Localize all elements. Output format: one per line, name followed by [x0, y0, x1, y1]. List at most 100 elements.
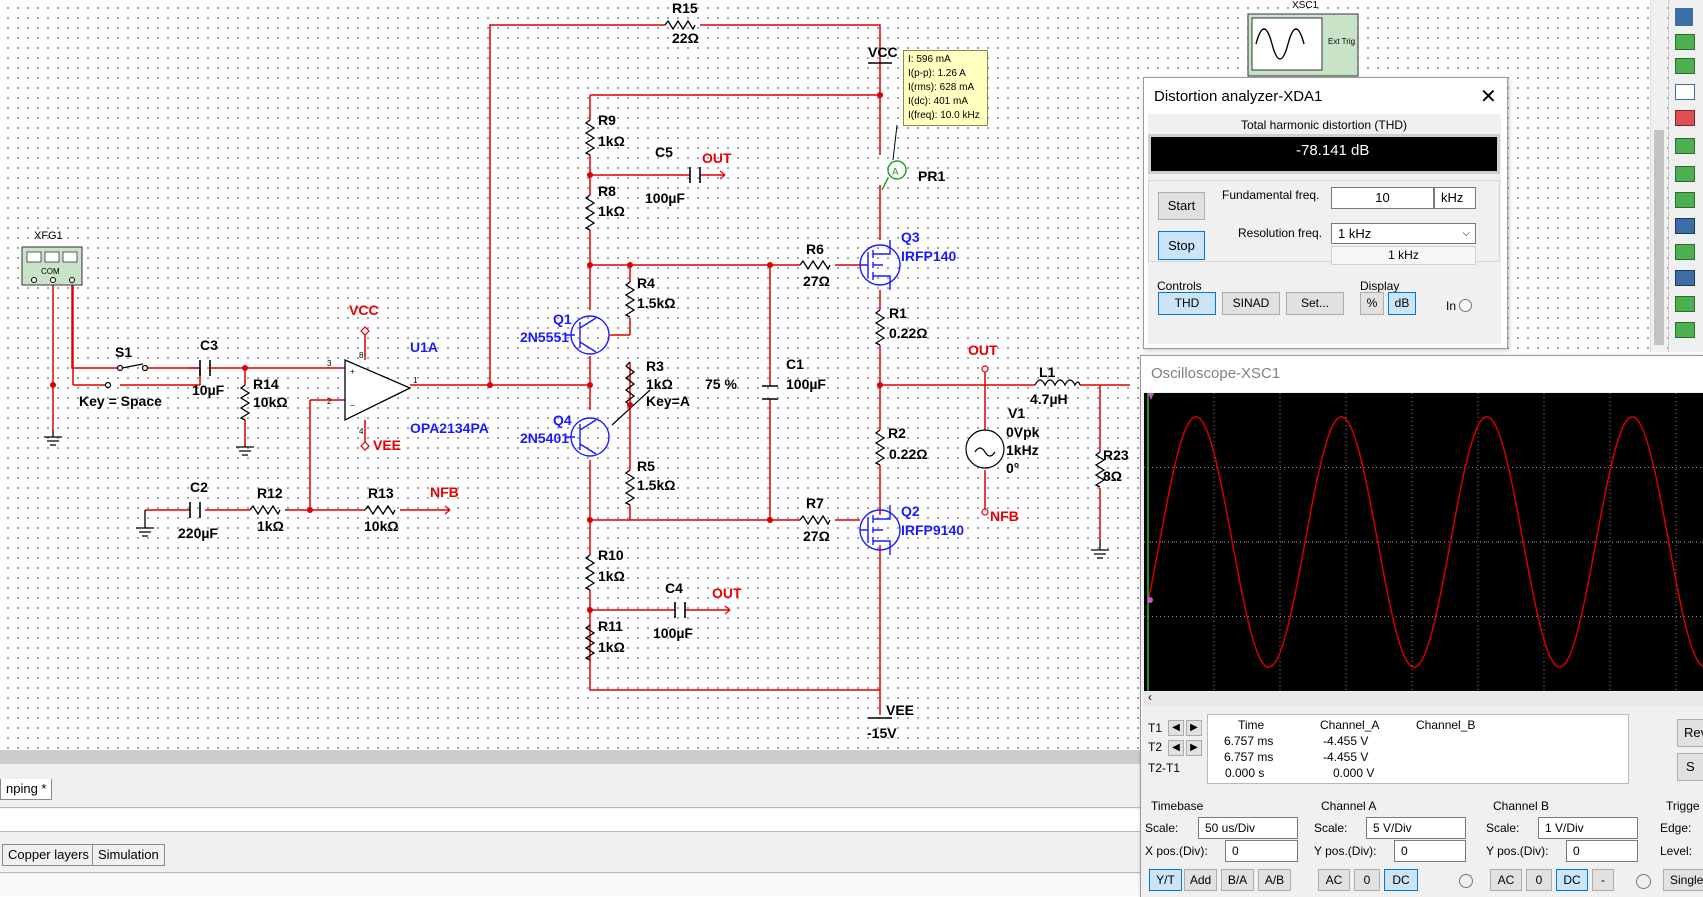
- fundamental-unit[interactable]: kHz: [1434, 187, 1476, 209]
- part-q1: 2N5551: [520, 329, 570, 345]
- channel-b-minus-button[interactable]: -: [1592, 869, 1614, 891]
- label-r5[interactable]: R5: [637, 458, 655, 474]
- channel-b-zero-button[interactable]: 0: [1526, 869, 1552, 891]
- instrument-icon[interactable]: [1675, 8, 1693, 26]
- t1-left-arrow-icon[interactable]: ◀: [1168, 720, 1184, 736]
- label-r2[interactable]: R2: [888, 425, 906, 441]
- instrument-icon[interactable]: [1675, 218, 1695, 234]
- label-xfg1[interactable]: XFG1: [34, 230, 63, 242]
- instrument-icon[interactable]: [1675, 166, 1695, 182]
- label-r3[interactable]: R3: [646, 358, 664, 374]
- sinad-button[interactable]: SINAD: [1222, 292, 1280, 315]
- tab-simulation[interactable]: Simulation: [92, 844, 165, 866]
- distortion-analyzer-window[interactable]: Distortion analyzer-XDA1 ✕ Total harmoni…: [1143, 77, 1508, 349]
- channel-b-terminal[interactable]: [1636, 874, 1651, 889]
- oscilloscope-screen[interactable]: [1144, 393, 1703, 691]
- scroll-left-icon[interactable]: ‹: [1148, 690, 1152, 704]
- channel-a-ypos-input[interactable]: 0: [1394, 840, 1466, 862]
- start-button[interactable]: Start: [1158, 192, 1205, 220]
- instrument-icon[interactable]: [1675, 84, 1695, 100]
- instrument-icon[interactable]: [1675, 322, 1695, 338]
- label-r6[interactable]: R6: [806, 241, 824, 257]
- instrument-icon[interactable]: [1675, 192, 1695, 208]
- cursor-t1-marker[interactable]: [1148, 393, 1154, 400]
- add-button[interactable]: Add: [1184, 869, 1217, 891]
- instrument-icon[interactable]: [1675, 296, 1695, 312]
- instrument-icon[interactable]: [1675, 244, 1695, 260]
- label-c4[interactable]: C4: [665, 580, 683, 596]
- b-over-a-button[interactable]: B/A: [1221, 869, 1254, 891]
- label-r9[interactable]: R9: [598, 112, 616, 128]
- save-button[interactable]: S: [1677, 753, 1703, 781]
- label-u1a[interactable]: U1A: [410, 339, 439, 355]
- t2-left-arrow-icon[interactable]: ◀: [1168, 740, 1184, 756]
- probe-line: I(dc): 401 mA: [908, 96, 969, 107]
- close-icon[interactable]: ✕: [1480, 86, 1497, 108]
- label-r7[interactable]: R7: [806, 495, 824, 511]
- label-r14[interactable]: R14: [253, 376, 279, 392]
- probe-line: I(p-p): 1.26 A: [908, 68, 966, 79]
- screen-scrollbar[interactable]: ‹: [1144, 690, 1703, 706]
- horizontal-scrollbar[interactable]: [0, 750, 1140, 764]
- label-r1[interactable]: R1: [889, 305, 907, 321]
- label-r10[interactable]: R10: [598, 547, 624, 563]
- label-r4[interactable]: R4: [637, 275, 655, 291]
- label-q3[interactable]: Q3: [901, 229, 920, 245]
- instrument-icon[interactable]: [1675, 58, 1695, 74]
- reverse-button[interactable]: Rev: [1677, 719, 1703, 747]
- thd-button[interactable]: THD: [1158, 292, 1216, 315]
- resolution-freq-value: 1 kHz: [1338, 226, 1372, 241]
- stop-button[interactable]: Stop: [1158, 231, 1205, 260]
- oscilloscope-window[interactable]: Oscilloscope-XSC1 ‹ T1 T2 T2-T1 ◀ ▶ ◀ ▶ …: [1140, 355, 1703, 897]
- channel-a-scale-input[interactable]: 5 V/Div: [1366, 817, 1466, 839]
- a-over-b-button[interactable]: A/B: [1258, 869, 1291, 891]
- label-r11[interactable]: R11: [598, 618, 623, 634]
- channel-a-terminal[interactable]: [1459, 874, 1473, 888]
- label-c5[interactable]: C5: [655, 144, 673, 160]
- xpos-input[interactable]: 0: [1225, 840, 1298, 862]
- channel-a-dc-button[interactable]: DC: [1384, 869, 1418, 891]
- t1-right-arrow-icon[interactable]: ▶: [1186, 720, 1202, 736]
- label-q1[interactable]: Q1: [553, 311, 572, 327]
- label-c3[interactable]: C3: [200, 337, 218, 353]
- label-r12[interactable]: R12: [257, 485, 283, 501]
- fundamental-freq-input[interactable]: 10: [1331, 187, 1434, 209]
- label-r8[interactable]: R8: [598, 183, 616, 199]
- instrument-icon[interactable]: [1675, 138, 1695, 154]
- instrument-icon[interactable]: [1675, 34, 1695, 50]
- label-q2[interactable]: Q2: [901, 503, 920, 519]
- label-r23[interactable]: R23: [1103, 447, 1129, 463]
- db-button[interactable]: dB: [1388, 292, 1416, 315]
- scrollbar-thumb[interactable]: [1654, 130, 1664, 345]
- label-c2[interactable]: C2: [190, 479, 208, 495]
- channel-a-ac-button[interactable]: AC: [1318, 869, 1350, 891]
- channel-b-ypos-input[interactable]: 0: [1566, 840, 1638, 862]
- label-l1[interactable]: L1: [1039, 364, 1056, 380]
- channel-b-dc-button[interactable]: DC: [1556, 869, 1588, 891]
- yt-button[interactable]: Y/T: [1149, 869, 1182, 891]
- design-tab[interactable]: nping *: [0, 779, 53, 800]
- single-button[interactable]: Single: [1663, 869, 1703, 891]
- percent-button[interactable]: %: [1360, 292, 1384, 315]
- set-button[interactable]: Set...: [1286, 292, 1344, 315]
- resolution-freq-select[interactable]: 1 kHz ⌵: [1331, 223, 1476, 244]
- label-pr1[interactable]: PR1: [918, 168, 946, 184]
- label-q4[interactable]: Q4: [553, 412, 572, 428]
- label-s1[interactable]: S1: [115, 344, 133, 360]
- analyzer-body: Total harmonic distortion (THD) -78.141 …: [1148, 114, 1501, 344]
- timebase-scale-input[interactable]: 50 us/Div: [1198, 817, 1298, 839]
- label-c1[interactable]: C1: [786, 356, 804, 372]
- channel-b-ac-button[interactable]: AC: [1490, 869, 1522, 891]
- label-v1[interactable]: V1: [1008, 405, 1026, 421]
- vertical-scrollbar[interactable]: [1650, 0, 1667, 352]
- label-r13[interactable]: R13: [368, 485, 394, 501]
- tab-copper-layers[interactable]: Copper layers: [2, 844, 95, 866]
- instrument-icon[interactable]: [1675, 110, 1695, 126]
- channel-a-zero-button[interactable]: 0: [1354, 869, 1380, 891]
- instrument-icon[interactable]: [1675, 270, 1695, 286]
- input-terminal[interactable]: [1459, 299, 1472, 312]
- status-bar: [0, 874, 1140, 896]
- t2-right-arrow-icon[interactable]: ▶: [1186, 740, 1202, 756]
- channel-b-scale-input[interactable]: 1 V/Div: [1538, 817, 1638, 839]
- label-r15[interactable]: R15: [672, 0, 698, 16]
